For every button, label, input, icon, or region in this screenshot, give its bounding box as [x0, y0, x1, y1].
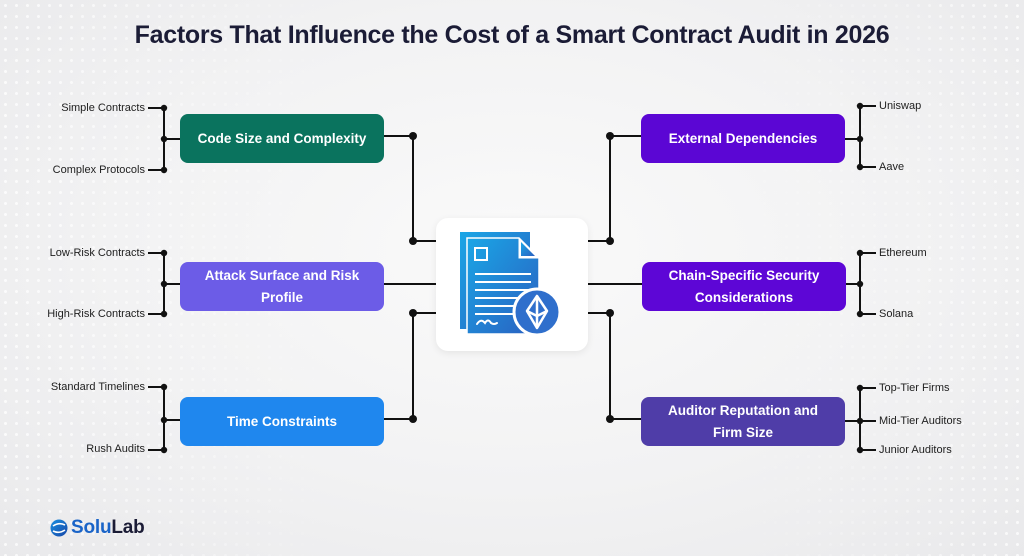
center-contract-card: [436, 218, 588, 351]
leaf-top-tier-firms: Top-Tier Firms: [879, 382, 950, 394]
leaf-low-risk-contracts: Low-Risk Contracts: [49, 247, 145, 259]
leaf-ethereum: Ethereum: [879, 247, 927, 259]
factor-label: Time Constraints: [226, 413, 338, 429]
factor-label: Chain-Specific Security Considerations: [668, 267, 820, 305]
factor-attack-surface-risk: Attack Surface and Risk Profile: [180, 262, 384, 311]
factor-auditor-reputation: Auditor Reputation and Firm Size: [641, 397, 845, 446]
leaf-rush-audits: Rush Audits: [86, 443, 145, 455]
solulab-logo: SoluLab: [50, 517, 145, 539]
factor-label: Auditor Reputation and Firm Size: [668, 402, 818, 440]
solulab-logo-icon: [50, 519, 68, 537]
leaf-complex-protocols: Complex Protocols: [52, 164, 145, 176]
factor-label: Attack Surface and Risk Profile: [204, 267, 360, 305]
leaf-junior-auditors: Junior Auditors: [879, 444, 952, 456]
leaf-standard-timelines: Standard Timelines: [50, 381, 145, 393]
leaf-mid-tier-auditors: Mid-Tier Auditors: [879, 415, 962, 427]
leaf-uniswap: Uniswap: [879, 100, 922, 112]
brand-name: SoluLab: [71, 517, 145, 538]
factor-label: External Dependencies: [668, 130, 818, 146]
leaf-simple-contracts: Simple Contracts: [61, 102, 145, 114]
factor-time-constraints: Time Constraints: [180, 397, 384, 446]
smart-contract-document-ethereum-icon: [460, 231, 562, 336]
page-title: Factors That Influence the Cost of a Sma…: [134, 21, 890, 49]
factor-external-dependencies: External Dependencies: [641, 114, 845, 163]
leaf-high-risk-contracts: High-Risk Contracts: [47, 308, 145, 320]
leaf-solana: Solana: [879, 308, 914, 320]
factor-label: Code Size and Complexity: [197, 130, 367, 146]
factor-code-size-complexity: Code Size and Complexity: [180, 114, 384, 163]
factor-chain-specific-security: Chain-Specific Security Considerations: [642, 262, 846, 311]
leaf-aave: Aave: [879, 161, 905, 173]
